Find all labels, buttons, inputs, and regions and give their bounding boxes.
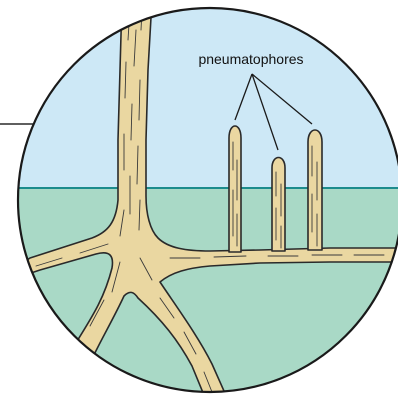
pneumatophore-1 bbox=[229, 126, 241, 252]
pneumatophore-2 bbox=[272, 158, 285, 252]
pneumatophore-3 bbox=[308, 130, 322, 250]
sky-region bbox=[0, 0, 398, 188]
pneumatophores-label: pneumatophores bbox=[198, 51, 303, 67]
